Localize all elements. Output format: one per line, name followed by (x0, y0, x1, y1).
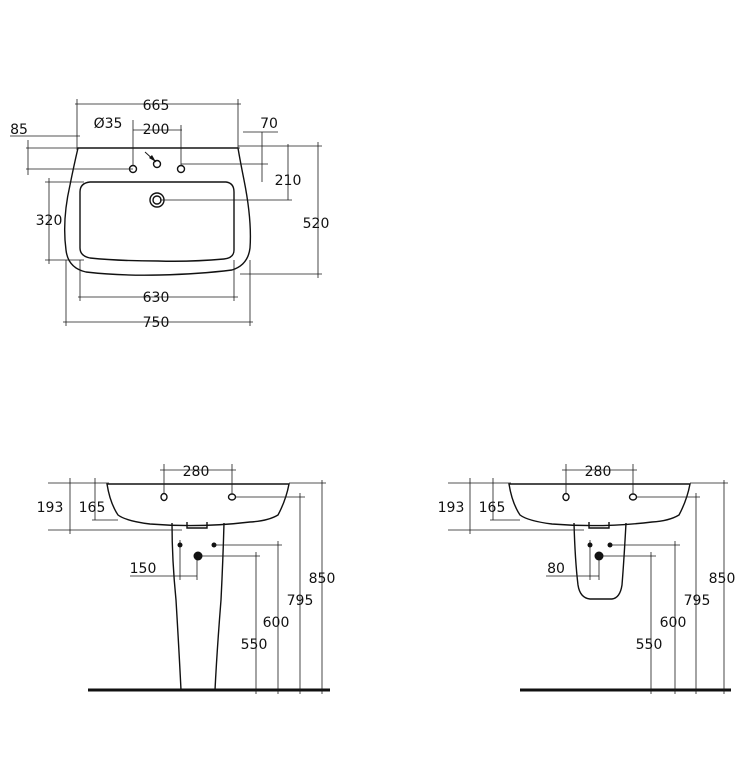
basin-front (508, 483, 691, 527)
dim-165: 165 (479, 500, 506, 516)
fixing-hole-left (562, 492, 570, 502)
dim-193: 193 (438, 500, 465, 516)
dim-80: 80 (547, 561, 565, 577)
dim-150: 150 (130, 561, 157, 577)
dim-665: 665 (143, 98, 170, 114)
dim-600: 600 (660, 615, 687, 631)
dim-850: 850 (309, 571, 336, 587)
dim-70: 70 (260, 116, 278, 132)
basin-bowl (79, 181, 235, 262)
dim-850: 850 (709, 571, 736, 587)
top-view: 665 Ø35 200 85 70 210 520 320 (10, 98, 329, 331)
front-view-pedestal: 280 193 165 150 850 795 600 550 (37, 464, 336, 694)
pedestal (171, 522, 225, 691)
dim-280: 280 (585, 464, 612, 480)
dim-795: 795 (287, 593, 314, 609)
semi-pedestal (573, 522, 627, 600)
tap-hole-center (152, 159, 162, 169)
diameter-arrow (149, 155, 156, 162)
waste-outlet-inner (152, 195, 162, 205)
dim-750: 750 (143, 315, 170, 331)
dim-795: 795 (684, 593, 711, 609)
dim-280: 280 (183, 464, 210, 480)
dim-165: 165 (79, 500, 106, 516)
front-view-semi-pedestal: 280 193 165 80 850 795 600 550 (438, 464, 736, 694)
dim-200: 200 (143, 122, 170, 138)
dim-550: 550 (636, 637, 663, 653)
dim-diameter: Ø35 (94, 116, 123, 132)
basin-outline (63, 147, 252, 276)
dim-600: 600 (263, 615, 290, 631)
tap-hole-right (176, 164, 186, 174)
overflow (588, 522, 610, 529)
dim-193: 193 (37, 500, 64, 516)
fixing-hole-right (628, 493, 638, 501)
dim-85: 85 (10, 122, 28, 138)
overflow (186, 522, 208, 529)
supply-point-left (587, 542, 593, 548)
dim-550: 550 (241, 637, 268, 653)
supply-point-left (177, 542, 183, 548)
fixing-hole-right (227, 493, 237, 501)
dim-520: 520 (303, 216, 330, 232)
dim-320: 320 (36, 213, 63, 229)
fixing-hole-left (160, 492, 168, 502)
dim-210: 210 (275, 173, 302, 189)
dim-630: 630 (143, 290, 170, 306)
basin-front (106, 483, 290, 527)
